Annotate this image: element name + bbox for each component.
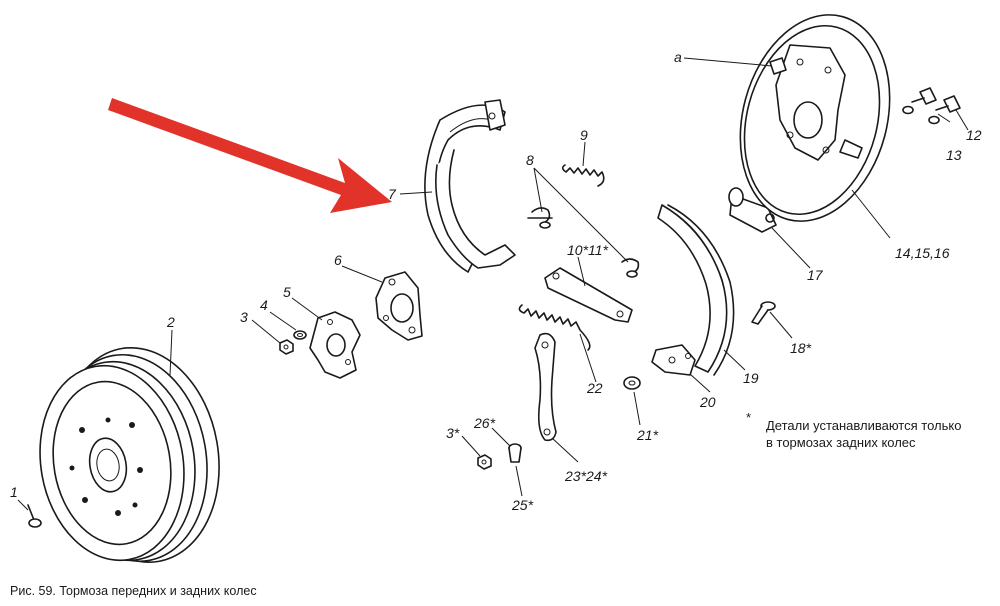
bracket-part-5 bbox=[309, 311, 361, 379]
washer-part-13 bbox=[902, 105, 940, 125]
label-part-12: 12 bbox=[966, 127, 982, 143]
spring-part-9 bbox=[561, 164, 605, 187]
label-part-25: 25* bbox=[511, 497, 534, 513]
label-part-3-star: 3* bbox=[446, 425, 460, 441]
label-part-1: 1 bbox=[10, 484, 18, 500]
brake-shoe-part-19-20 bbox=[651, 204, 735, 376]
bolt-part-25-26 bbox=[508, 443, 522, 463]
label-part-26: 26* bbox=[473, 415, 496, 431]
label-part-3: 3 bbox=[240, 309, 248, 325]
plate-part-6 bbox=[375, 271, 423, 341]
label-part-10-11: 10*11* bbox=[567, 242, 609, 258]
label-part-6: 6 bbox=[334, 252, 342, 268]
label-part-2: 2 bbox=[166, 314, 175, 330]
footnote-line-2: в тормозах задних колес bbox=[766, 435, 916, 450]
washer-part-21 bbox=[623, 376, 641, 390]
label-part-18: 18* bbox=[790, 340, 812, 356]
brake-drum bbox=[39, 346, 220, 564]
label-part-4: 4 bbox=[260, 297, 268, 313]
label-a: a bbox=[674, 49, 682, 65]
red-pointer-arrow bbox=[108, 98, 392, 213]
label-part-17: 17 bbox=[807, 267, 824, 283]
label-part-9: 9 bbox=[580, 127, 588, 143]
pin-part-8-lower bbox=[621, 258, 640, 278]
bolt-part-12 bbox=[911, 87, 961, 113]
label-part-20: 20 bbox=[699, 394, 716, 410]
leader-lines bbox=[17, 57, 969, 511]
spring-part-22 bbox=[518, 304, 591, 351]
label-part-5: 5 bbox=[283, 284, 291, 300]
label-part-8: 8 bbox=[526, 152, 534, 168]
washer-part-4 bbox=[293, 330, 307, 340]
label-part-23-24: 23*24* bbox=[564, 468, 608, 484]
pin-part-8-upper bbox=[527, 207, 553, 229]
footnote-marker: * bbox=[746, 410, 751, 425]
label-part-19: 19 bbox=[743, 370, 759, 386]
label-part-13: 13 bbox=[946, 147, 962, 163]
label-part-14-16: 14,15,16 bbox=[895, 245, 950, 261]
label-part-22: 22 bbox=[586, 380, 603, 396]
nut-part-3-star bbox=[477, 454, 492, 470]
brake-shoe-part-7 bbox=[424, 99, 516, 273]
backing-plate-part-14-16 bbox=[739, 14, 891, 222]
bolt-part-18 bbox=[751, 301, 776, 325]
parking-lever-part-23-24 bbox=[534, 332, 557, 442]
lever-part-10-11 bbox=[544, 267, 633, 323]
screw-part-1 bbox=[27, 504, 42, 528]
label-part-21: 21* bbox=[636, 427, 659, 443]
figure-caption: Рис. 59. Тормоза передних и задних колес bbox=[10, 584, 257, 598]
nut-part-3 bbox=[279, 339, 294, 355]
wheel-cylinder-part-17 bbox=[728, 187, 777, 233]
part-labels: a 1 2 3 4 5 6 7 8 9 10*11* 12 13 14,15,1… bbox=[10, 49, 982, 513]
footnote-line-1: Детали устанавливаются только bbox=[766, 418, 961, 433]
footnote: * Детали устанавливаются только в тормоз… bbox=[746, 410, 961, 450]
label-part-7: 7 bbox=[388, 186, 397, 202]
